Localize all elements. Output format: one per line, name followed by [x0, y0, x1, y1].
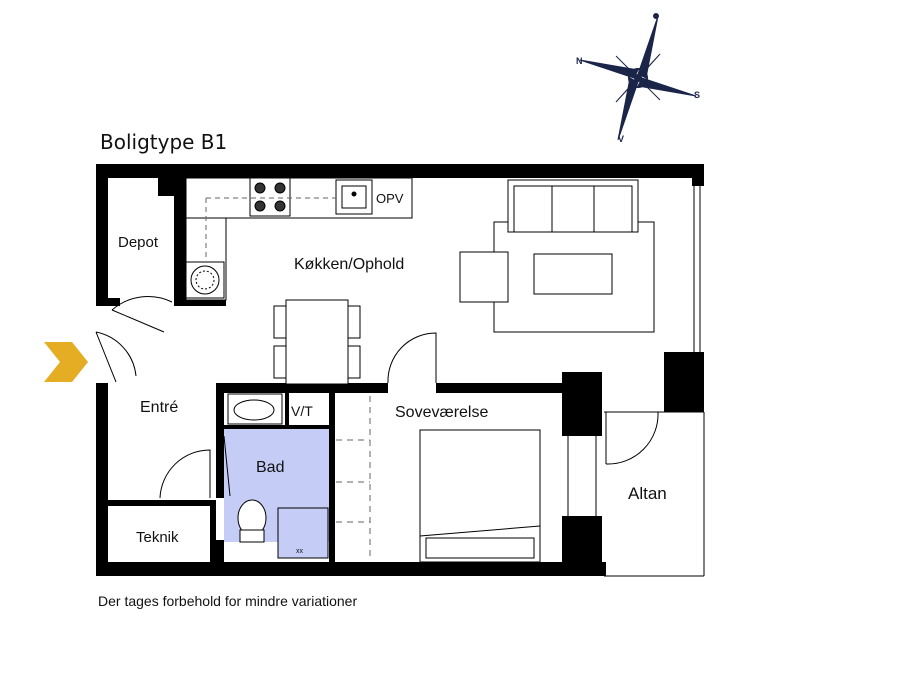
room-label-entre: Entré: [140, 399, 178, 416]
walls: [96, 164, 704, 576]
room-label-vt: V/T: [291, 403, 313, 419]
bed: [419, 429, 541, 563]
wardrobe: [336, 396, 371, 560]
room-label-depot: Depot: [118, 234, 159, 251]
compass-icon: N S V: [576, 13, 700, 144]
room-label-teknik: Teknik: [136, 529, 179, 546]
footnote: Der tages forbehold for mindre variation…: [98, 593, 358, 609]
room-label-kitchen-living: Køkken/Ophold: [294, 256, 404, 273]
room-label-opv: OPV: [376, 191, 404, 206]
plan-title: Boligtype B1: [100, 130, 228, 154]
bathroom-fixtures: [227, 393, 329, 559]
kitchen-counter: [185, 177, 413, 301]
room-label-small: xx: [296, 548, 304, 555]
entrance-arrow-icon: [44, 342, 88, 382]
doors: [95, 296, 659, 499]
dining-table: [273, 299, 361, 385]
window: [567, 186, 705, 577]
room-label-bad: Bad: [256, 459, 284, 476]
sofa: [459, 179, 655, 333]
compass-south-label: S: [694, 90, 700, 100]
room-label-altan: Altan: [628, 484, 667, 503]
compass-north-label: N: [576, 56, 583, 66]
room-label-bedroom: Soveværelse: [395, 404, 488, 421]
compass-west-label: V: [618, 134, 624, 144]
